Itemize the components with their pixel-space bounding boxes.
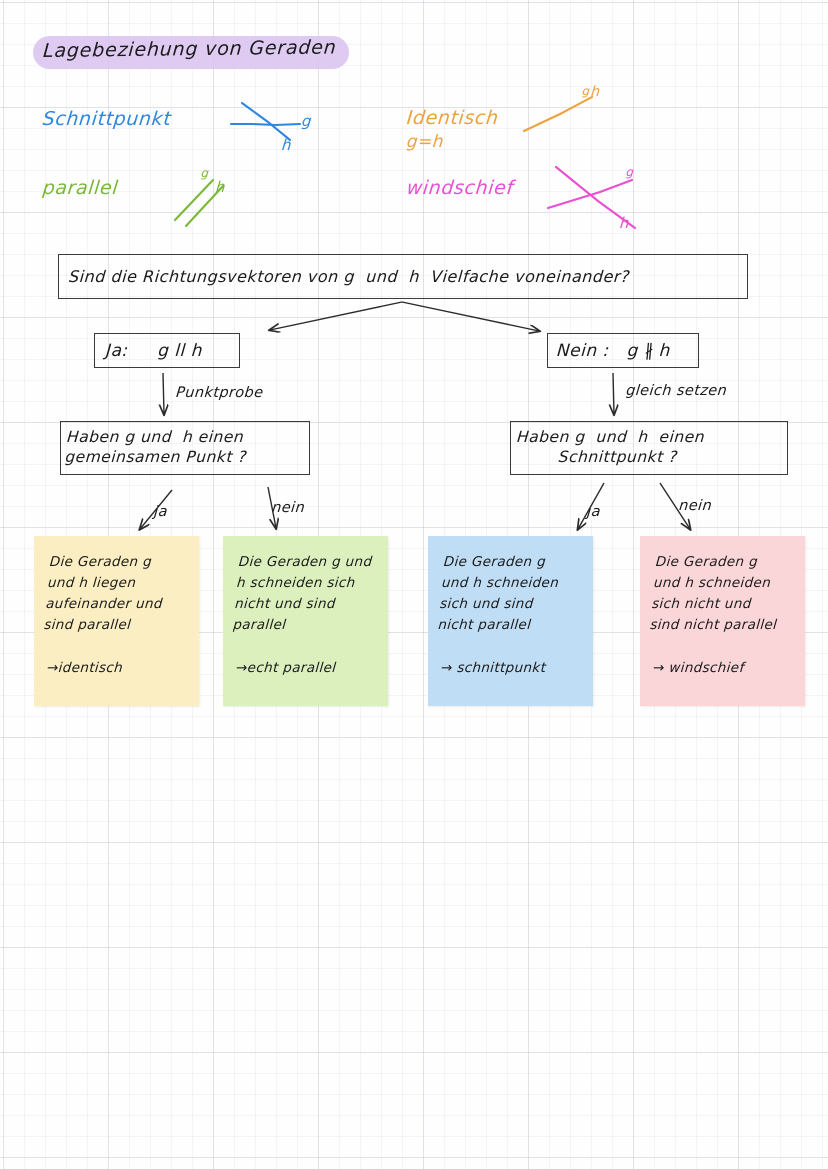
result-card-echt-parallel-body: Die Geraden g und h schneiden sich nicht… xyxy=(232,554,374,633)
legend-label-parallel: parallel xyxy=(41,177,120,199)
result-card-identisch-body: Die Geraden g und h liegen aufeinander u… xyxy=(43,554,164,633)
result-card-identisch: Die Geraden g und h liegen aufeinander u… xyxy=(34,536,199,706)
result-card-schnittpunkt-conclusion: → schnittpunkt xyxy=(440,660,547,676)
sketch-crossing-lines-icon xyxy=(229,101,302,142)
flowchart-root-question-box xyxy=(58,254,748,299)
legend-label-windschief: windschief xyxy=(405,177,515,199)
edge-label-left-ja: ja xyxy=(153,504,169,520)
result-card-echt-parallel: Die Geraden g und h schneiden sich nicht… xyxy=(223,536,388,706)
edge-label-left-nein: nein xyxy=(271,500,306,516)
flowchart-branch-no-text: Nein : g ∦ h xyxy=(556,341,672,361)
legend-line-tag-g-parallel: g xyxy=(200,166,211,180)
flowchart-root-question-text: Sind die Richtungsvektoren von g und h V… xyxy=(68,267,631,286)
result-card-windschief-conclusion: → windschief xyxy=(652,660,746,676)
sketch-identical-line-icon xyxy=(522,95,594,133)
result-card-echt-parallel-conclusion: →echt parallel xyxy=(235,660,338,676)
result-card-windschief: Die Geraden g und h schneiden sich nicht… xyxy=(640,536,805,706)
arrow-root-to-yes xyxy=(270,301,403,330)
legend-label-identisch: Identisch xyxy=(405,107,500,129)
legend-line-tag-h-schnittpunkt: h xyxy=(281,136,293,154)
legend-line-tag-g-identisch: g xyxy=(581,84,592,98)
legend-sublabel-identisch: g=h xyxy=(405,132,446,152)
edge-label-right-ja: ja xyxy=(586,504,602,520)
result-card-identisch-conclusion: →identisch xyxy=(46,660,124,676)
result-card-windschief-body: Die Geraden g und h schneiden sich nicht… xyxy=(649,554,778,633)
flowchart-branch-yes-text: Ja: g ll h xyxy=(105,341,204,361)
legend-label-schnittpunkt: Schnittpunkt xyxy=(41,108,173,130)
arrow-no-to-right-question xyxy=(613,372,614,414)
legend-line-tag-g-windschief: g xyxy=(625,165,636,179)
flowchart-branch-no-box xyxy=(547,333,699,368)
arrow-yes-to-left-question xyxy=(163,372,164,414)
edge-label-right-nein: nein xyxy=(678,498,713,514)
page-title: Lagebeziehung von Geraden xyxy=(42,36,338,63)
legend-line-tag-g-schnittpunkt: g xyxy=(301,112,313,130)
flowchart-right-question-text: Haben g und h einen Schnittpunkt ? xyxy=(514,428,706,466)
title-highlight xyxy=(33,36,349,69)
edge-label-punktprobe: Punktprobe xyxy=(175,385,265,401)
legend-line-tag-h-identisch: h xyxy=(590,84,602,100)
flowchart-branch-yes-box xyxy=(94,333,240,368)
flowchart-right-question-box xyxy=(510,421,788,475)
edge-label-gleich-setzen: gleich setzen xyxy=(625,383,729,399)
flowchart-left-question-box xyxy=(60,421,310,475)
result-card-schnittpunkt-body: Die Geraden g und h schneiden sich und s… xyxy=(437,554,560,633)
flowchart-left-question-text: Haben g und h einen gemeinsamen Punkt ? xyxy=(64,428,248,466)
legend-line-tag-h-parallel: h xyxy=(215,178,227,196)
result-card-schnittpunkt: Die Geraden g und h schneiden sich und s… xyxy=(428,536,593,706)
arrow-root-to-no xyxy=(401,301,539,331)
legend-line-tag-h-windschief: h xyxy=(619,214,631,232)
